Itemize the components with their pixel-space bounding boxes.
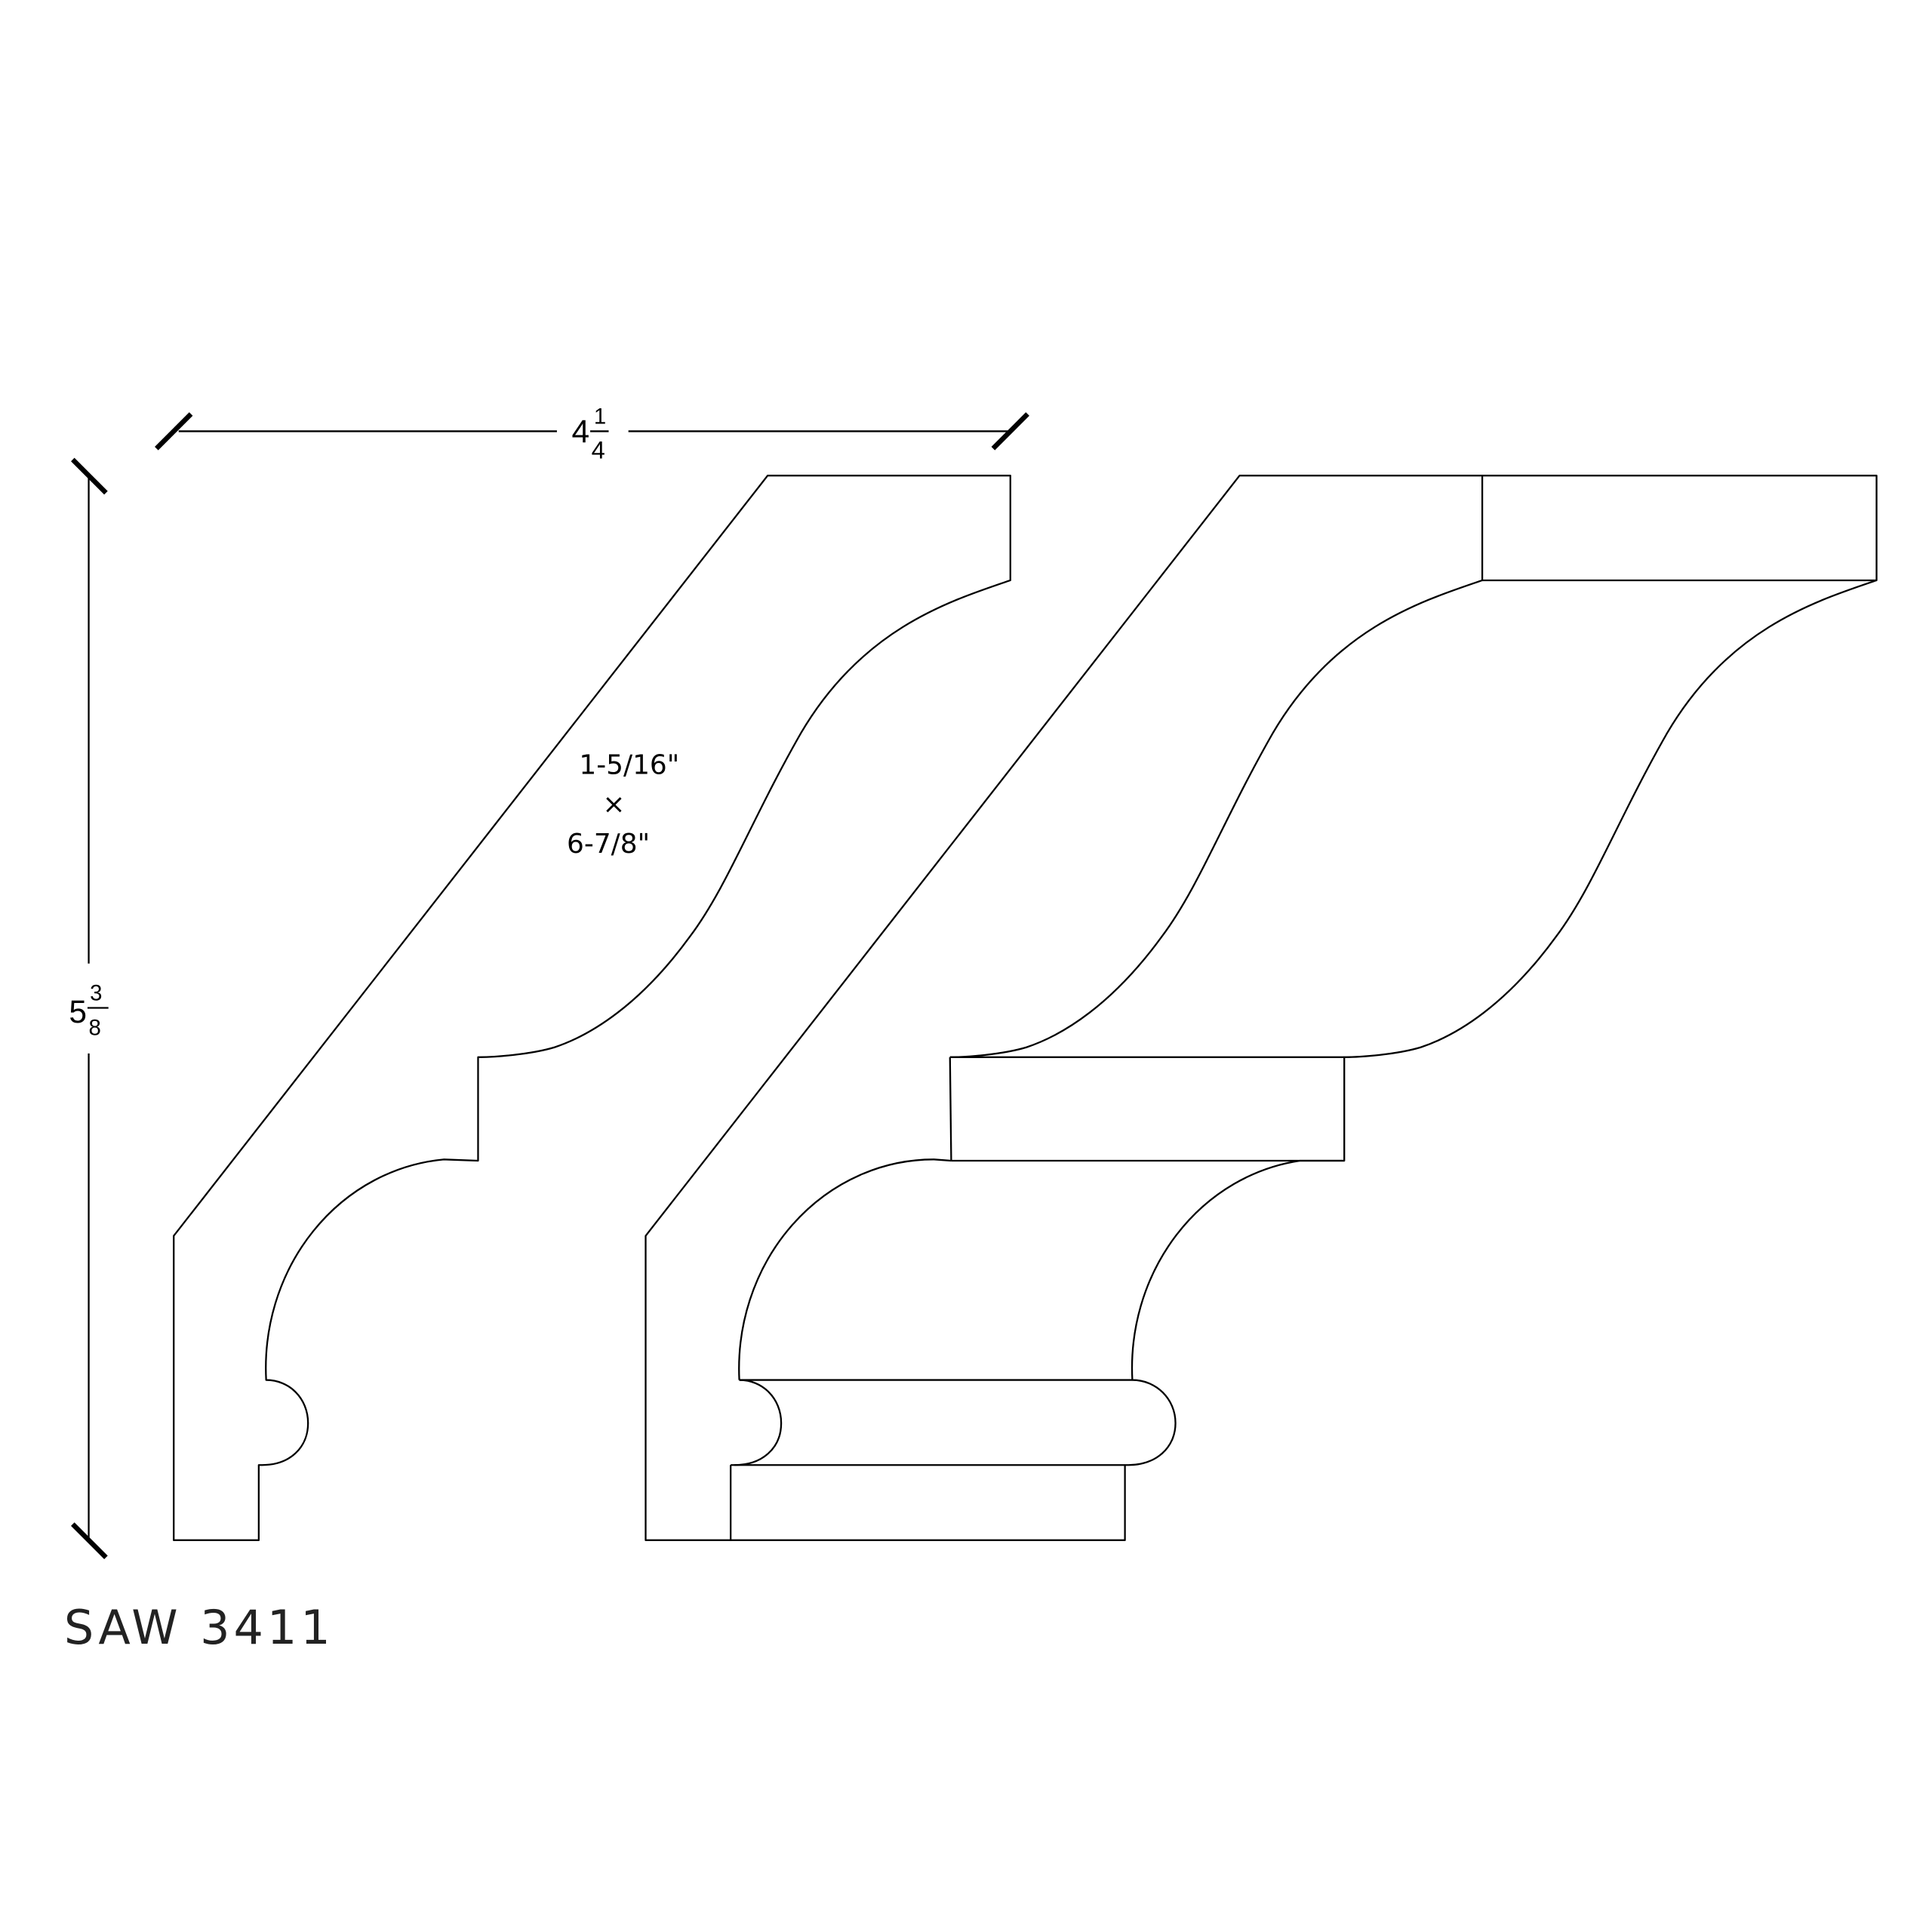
- dim-tick: [155, 412, 193, 451]
- width-numerator: 1: [594, 405, 606, 429]
- height-dimension: 5 3 8: [69, 457, 109, 1559]
- blank-size-note: 1-5/16" × 6-7/8": [567, 749, 679, 859]
- profile-section: [173, 475, 1011, 1541]
- blank-thickness: 1-5/16": [579, 749, 679, 780]
- profile-perspective: [645, 475, 1878, 1541]
- dim-tick: [991, 412, 1029, 451]
- dim-tick: [71, 457, 108, 495]
- blank-times: ×: [602, 789, 625, 820]
- blank-width: 6-7/8": [567, 829, 650, 860]
- width-whole: 4: [572, 414, 590, 449]
- height-whole: 5: [69, 994, 87, 1029]
- part-number: SAW 3411: [64, 1600, 334, 1655]
- width-denominator: 4: [592, 435, 605, 463]
- height-denominator: 8: [89, 1015, 101, 1040]
- height-numerator: 3: [90, 981, 102, 1006]
- dim-tick: [71, 1522, 108, 1559]
- width-dimension: 4 1 4: [155, 405, 1029, 463]
